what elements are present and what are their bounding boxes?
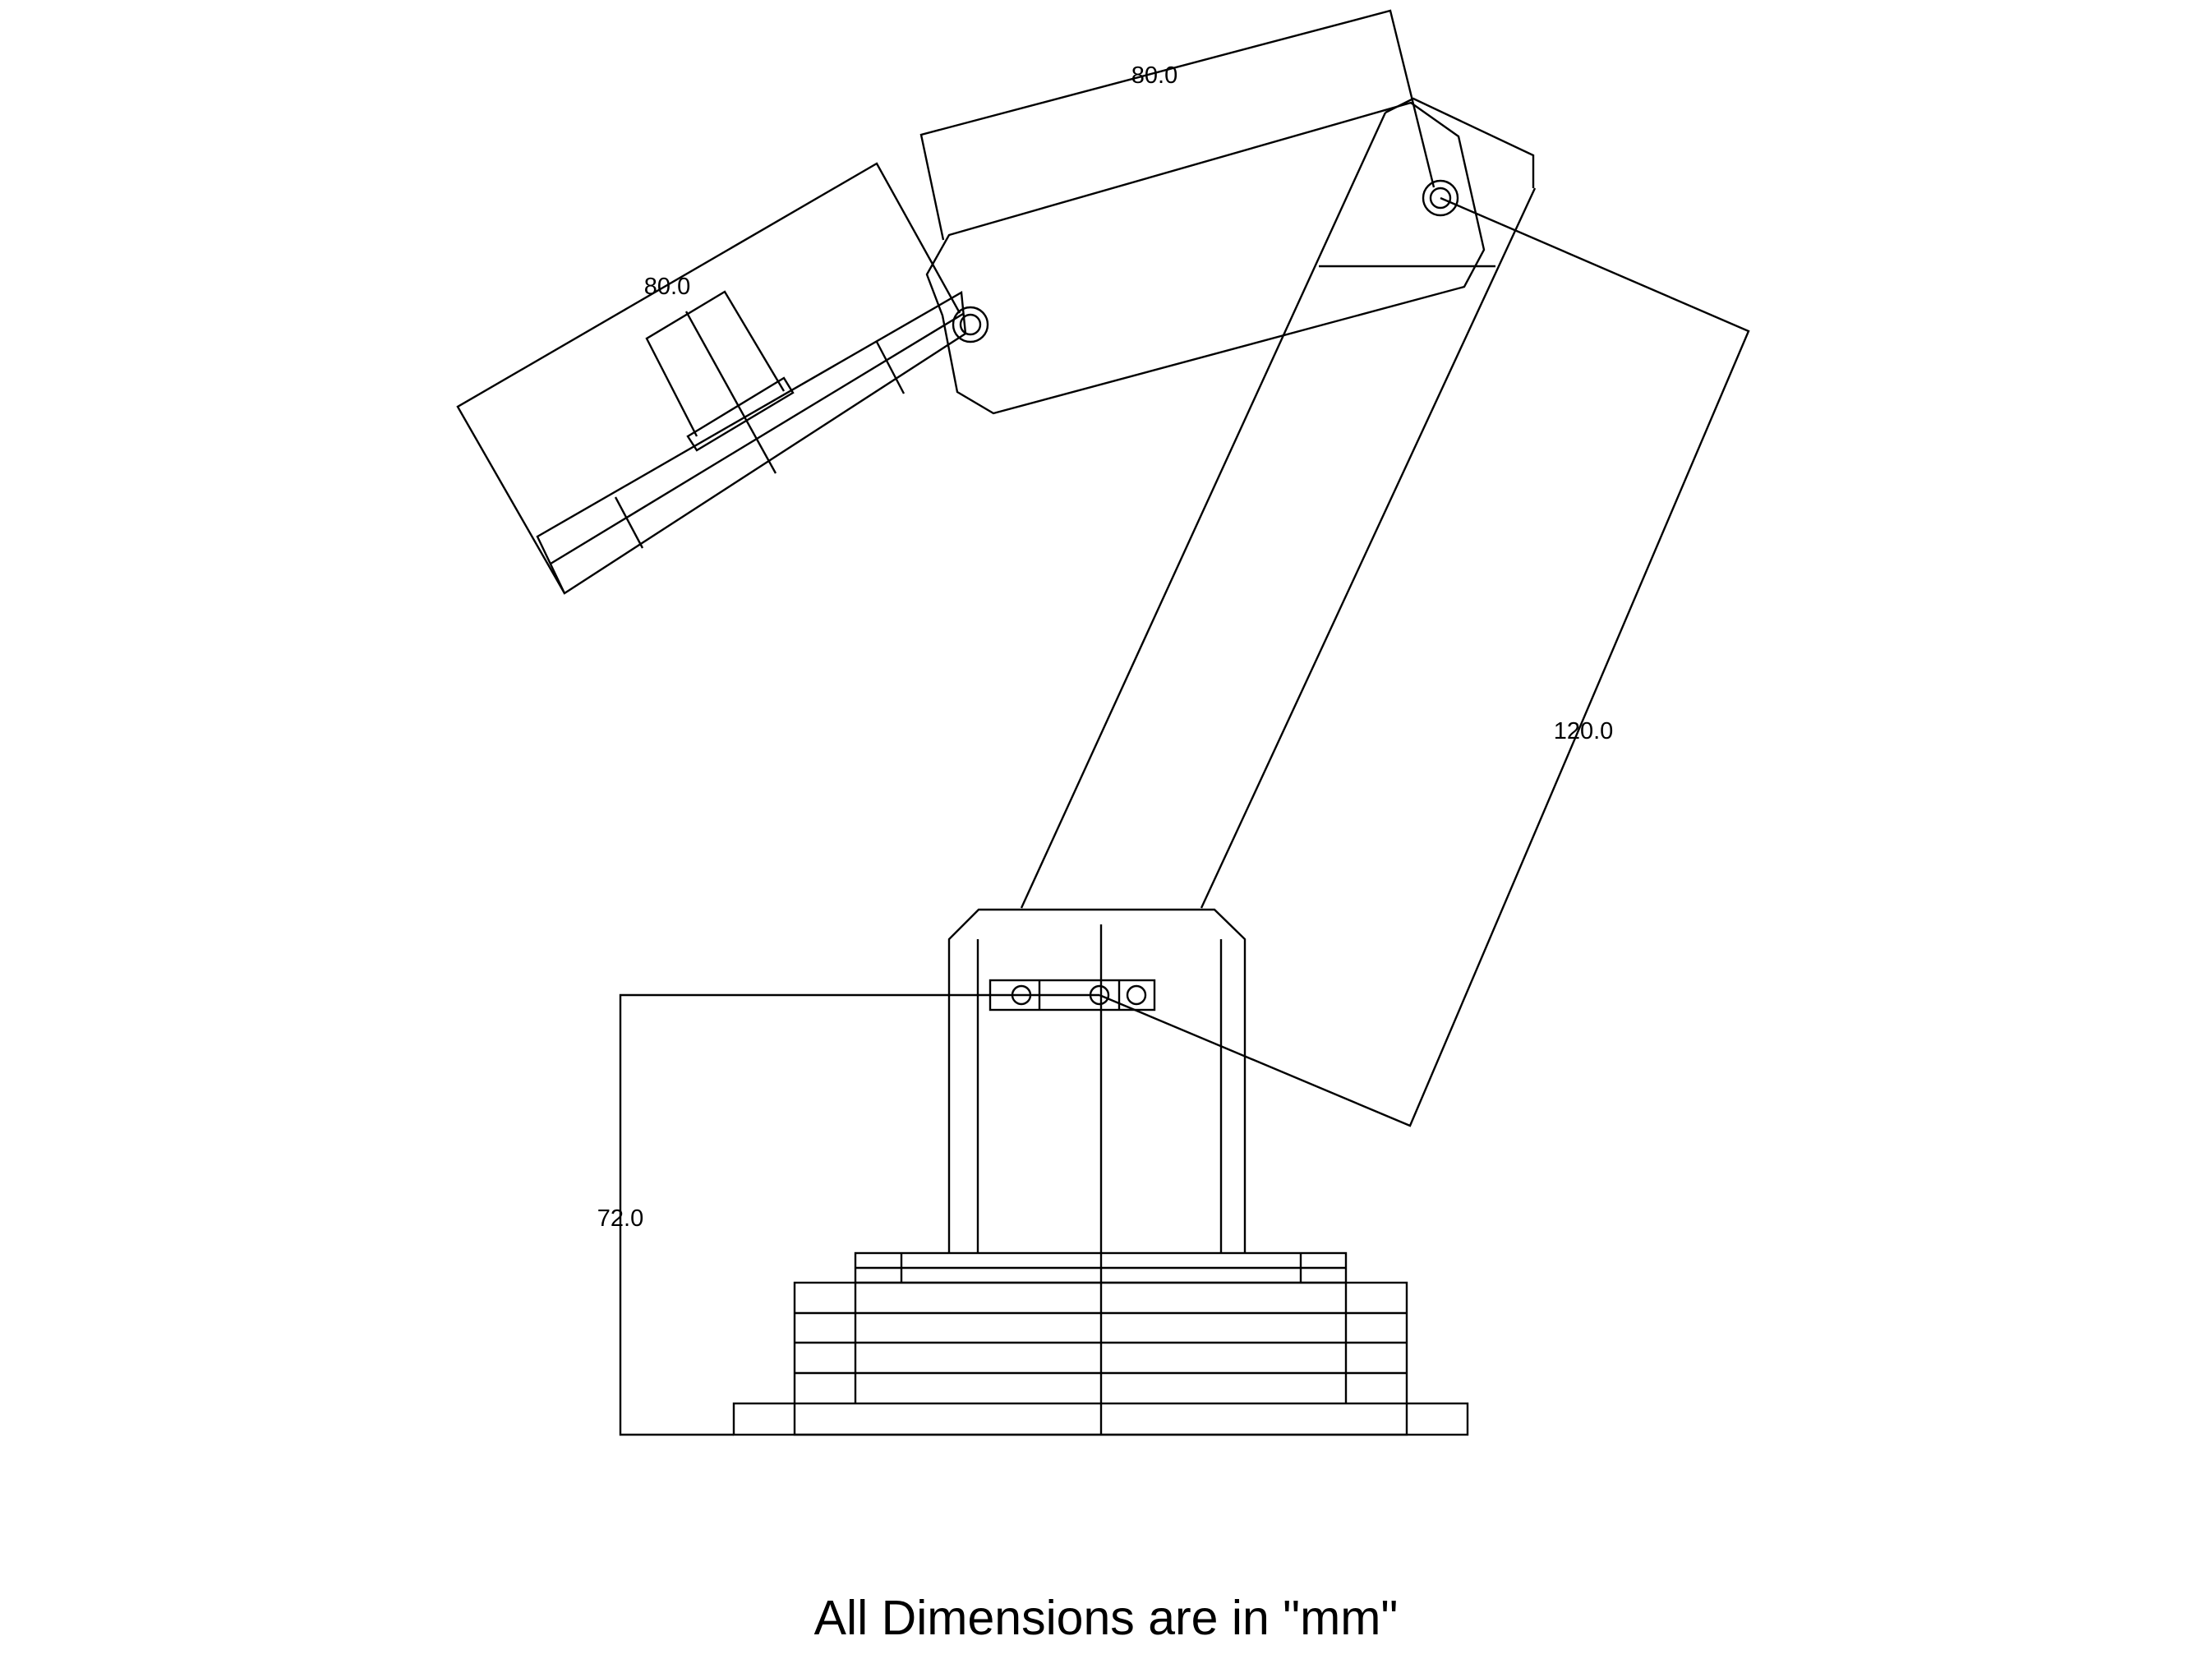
wrist-pivot-inner	[959, 313, 982, 336]
shoulder-bracket	[947, 908, 1247, 1253]
wrist-pivot-outer	[952, 306, 989, 343]
elbow-pivot-inner	[1429, 187, 1452, 210]
dimension-forearm: 80.0	[919, 9, 1435, 241]
units-caption: All Dimensions are in "mm"	[813, 1591, 1399, 1645]
dimension-upper-arm: 120.0	[1099, 196, 1750, 1127]
dimension-gripper: 80.0	[456, 162, 961, 594]
gripper	[536, 290, 989, 595]
dimension-shoulder-height: 72.0	[597, 993, 1099, 1436]
dimension-label-shoulder-height: 72.0	[597, 1205, 643, 1232]
upper-arm	[1020, 97, 1537, 909]
dimension-label-forearm: 80.0	[1131, 62, 1177, 89]
dimension-label-gripper: 80.0	[644, 274, 690, 300]
base	[732, 924, 1469, 1436]
dimension-label-upper-arm: 120.0	[1554, 718, 1614, 744]
shoulder-hole-right	[1126, 984, 1147, 1006]
elbow-pivot-outer	[1422, 179, 1459, 217]
forearm	[925, 101, 1486, 415]
